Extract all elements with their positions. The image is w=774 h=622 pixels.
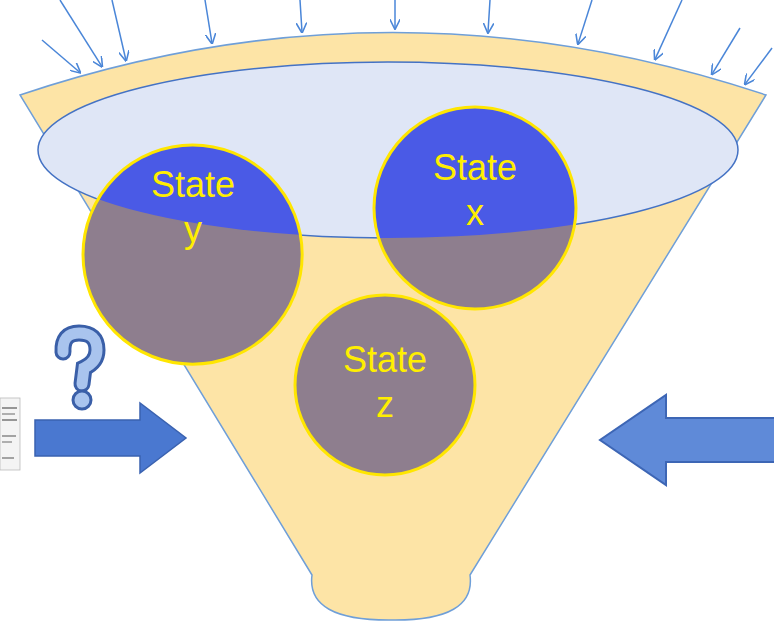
state-circle: State z — [293, 293, 477, 477]
state-label: State z — [335, 337, 435, 427]
incoming-arrows — [42, 0, 772, 84]
state-circle: State x — [372, 105, 578, 311]
block-arrow-left — [35, 403, 186, 473]
incoming-arrow — [745, 48, 772, 84]
state-label-group: State x — [425, 145, 525, 235]
funnel-opening — [38, 62, 738, 238]
incoming-arrow — [712, 28, 740, 74]
block-arrow-right — [600, 395, 774, 485]
state-label: State y — [143, 162, 243, 252]
state-circle: State y — [81, 143, 304, 366]
incoming-arrow — [42, 40, 80, 73]
state-label-group: State y — [143, 162, 243, 252]
incoming-arrow — [394, 0, 396, 29]
incoming-arrow — [655, 0, 682, 59]
document-thumbnail — [0, 398, 20, 470]
funnel-body — [20, 33, 766, 621]
incoming-arrow — [488, 0, 490, 33]
incoming-arrow — [60, 0, 102, 67]
incoming-arrow — [205, 0, 212, 43]
state-label-group: State z — [335, 337, 435, 427]
incoming-arrow — [112, 0, 126, 61]
state-label: State x — [425, 145, 525, 235]
incoming-arrow — [578, 0, 592, 44]
question-mark-icon — [63, 333, 97, 409]
incoming-arrow — [300, 0, 302, 32]
